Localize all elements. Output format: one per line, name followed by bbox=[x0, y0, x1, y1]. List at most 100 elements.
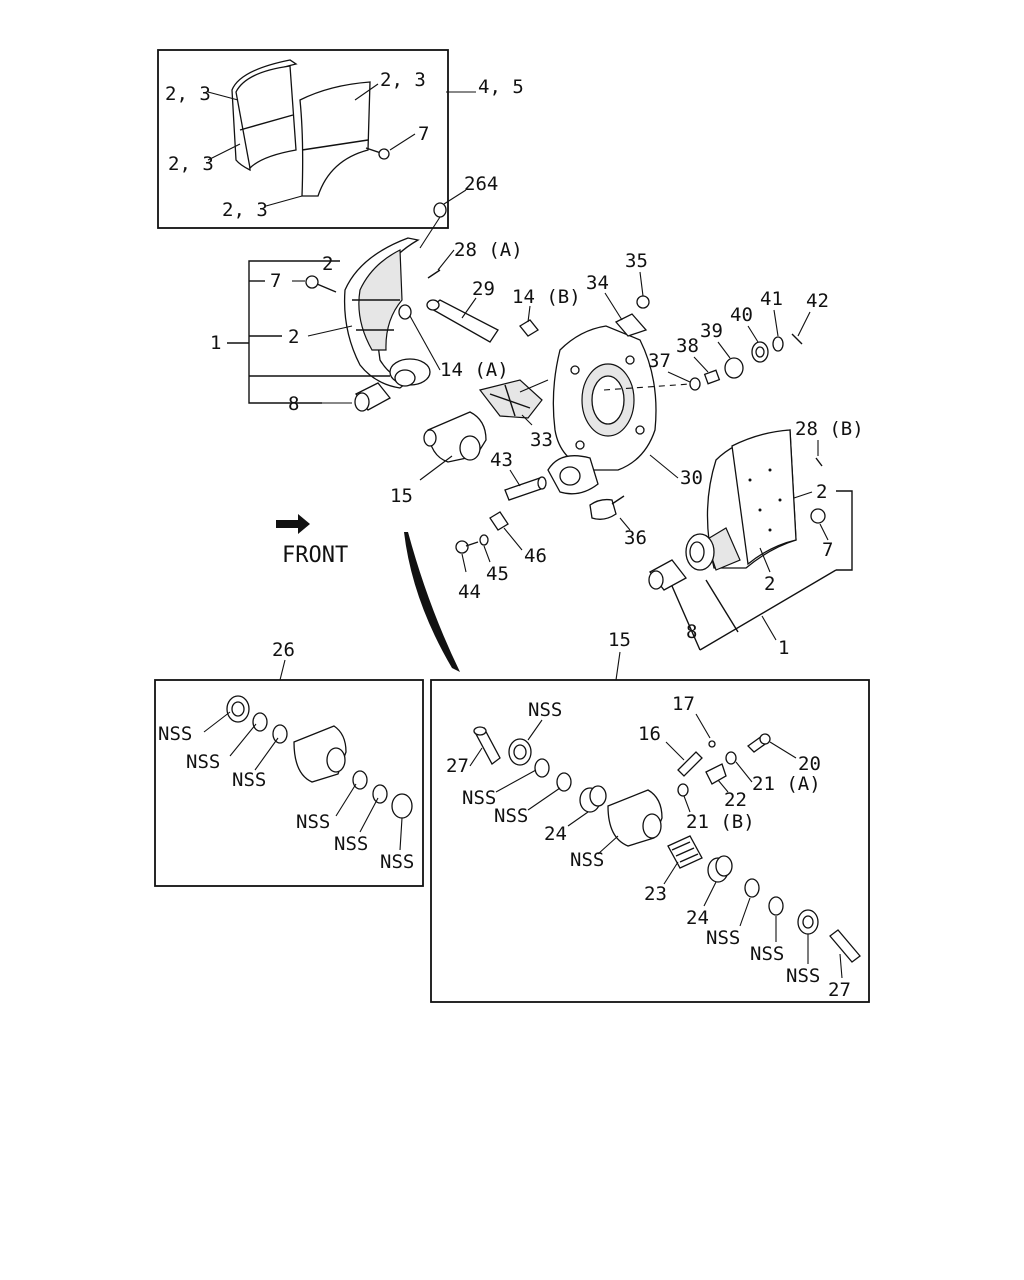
callout-21a: 21 (A) bbox=[752, 773, 821, 795]
callout-17: 17 bbox=[672, 693, 695, 715]
callout-1-left: 1 bbox=[210, 332, 221, 354]
callout-23: 23 bbox=[644, 883, 667, 905]
callout-15: 15 bbox=[390, 485, 413, 507]
cam-36 bbox=[589, 495, 625, 520]
bolt-7-right bbox=[810, 508, 826, 524]
bushing-8-right bbox=[648, 559, 687, 591]
bushing-14a bbox=[398, 304, 412, 320]
callout-38: 38 bbox=[676, 335, 699, 357]
callout-30: 30 bbox=[680, 467, 703, 489]
callout-22: 22 bbox=[724, 789, 747, 811]
wheel-cylinder-15 bbox=[423, 411, 487, 463]
brake-shoe-left bbox=[343, 237, 431, 389]
nss-label-13: NSS bbox=[786, 965, 820, 987]
backing-plate-30 bbox=[547, 325, 657, 495]
callout-27-upper: 27 bbox=[446, 755, 469, 777]
callout-1-right: 1 bbox=[778, 637, 789, 659]
clip-46 bbox=[489, 511, 509, 531]
nss-label-6: NSS bbox=[380, 851, 414, 873]
bushing-14b bbox=[519, 319, 539, 337]
nss-label-3: NSS bbox=[232, 769, 266, 791]
callout-36: 36 bbox=[624, 527, 647, 549]
callout-42: 42 bbox=[806, 290, 829, 312]
detail-pointer bbox=[404, 532, 460, 672]
callout-2-3-a: 2, 3 bbox=[165, 83, 211, 105]
brake-lining-right bbox=[299, 81, 371, 197]
callout-43: 43 bbox=[490, 449, 513, 471]
callout-2-3-d: 2, 3 bbox=[380, 69, 426, 91]
nss-label-2: NSS bbox=[186, 751, 220, 773]
callout-33: 33 bbox=[530, 429, 553, 451]
callout-34: 34 bbox=[586, 272, 609, 294]
callout-46: 46 bbox=[524, 545, 547, 567]
callout-44: 44 bbox=[458, 581, 481, 603]
cotter-pin-42 bbox=[791, 333, 803, 345]
brake-shoe-right bbox=[685, 429, 797, 571]
callout-16: 16 bbox=[638, 723, 661, 745]
washer-41 bbox=[772, 336, 784, 352]
callout-2-c: 2 bbox=[816, 481, 827, 503]
callout-41: 41 bbox=[760, 288, 783, 310]
wheel-cylinder-kit-15-box bbox=[430, 679, 870, 1003]
callout-14a: 14 (A) bbox=[440, 359, 509, 381]
bolt-44 bbox=[455, 540, 479, 554]
callout-35: 35 bbox=[625, 250, 648, 272]
callout-7-top: 7 bbox=[418, 123, 429, 145]
kit-26-parts bbox=[226, 695, 413, 819]
washer-45 bbox=[479, 534, 489, 546]
nss-label-5: NSS bbox=[334, 833, 368, 855]
bolt-7-left bbox=[305, 275, 337, 293]
bracket-1-left bbox=[248, 260, 340, 404]
bracket-1-right bbox=[836, 490, 853, 571]
callout-2-b: 2 bbox=[288, 326, 299, 348]
bolt-35 bbox=[636, 295, 650, 309]
nut-39 bbox=[724, 357, 744, 379]
callout-24-right: 24 bbox=[686, 907, 709, 929]
washer-37 bbox=[689, 377, 701, 391]
nss-label-12: NSS bbox=[750, 943, 784, 965]
front-label: FRONT bbox=[282, 543, 348, 568]
brake-lining-left bbox=[231, 59, 298, 172]
nss-label-1: NSS bbox=[158, 723, 192, 745]
callout-45: 45 bbox=[486, 563, 509, 585]
callout-7-right: 7 bbox=[822, 539, 833, 561]
pin-28a bbox=[427, 269, 441, 279]
nss-label-7: NSS bbox=[528, 699, 562, 721]
front-arrow-icon bbox=[276, 514, 310, 534]
callout-14b: 14 (B) bbox=[512, 286, 581, 308]
callout-26-box: 26 bbox=[272, 639, 295, 661]
kit-26-box bbox=[154, 679, 424, 887]
callout-28b: 28 (B) bbox=[795, 418, 864, 440]
shim-plate-33 bbox=[478, 379, 543, 419]
kit-15-parts bbox=[473, 726, 861, 963]
spring-38 bbox=[703, 369, 721, 385]
nss-label-8: NSS bbox=[462, 787, 496, 809]
shaft-29 bbox=[426, 299, 499, 343]
bushing-8-left bbox=[354, 382, 391, 412]
callout-21b: 21 (B) bbox=[686, 811, 755, 833]
seal-ring-264 bbox=[433, 202, 447, 218]
bolt-7-top bbox=[365, 147, 390, 160]
callout-24-left: 24 bbox=[544, 823, 567, 845]
callout-8-right: 8 bbox=[686, 621, 697, 643]
nss-label-4: NSS bbox=[296, 811, 330, 833]
pin-43 bbox=[504, 476, 547, 501]
callout-264: 264 bbox=[464, 173, 498, 195]
callout-2-3-c: 2, 3 bbox=[222, 199, 268, 221]
callout-39: 39 bbox=[700, 320, 723, 342]
nss-label-11: NSS bbox=[706, 927, 740, 949]
nss-label-10: NSS bbox=[570, 849, 604, 871]
callout-2-a: 2 bbox=[322, 253, 333, 275]
callout-28a: 28 (A) bbox=[454, 239, 523, 261]
callout-8-left: 8 bbox=[288, 393, 299, 415]
callout-37: 37 bbox=[648, 350, 671, 372]
callout-29: 29 bbox=[472, 278, 495, 300]
bearing-40 bbox=[751, 341, 769, 363]
pin-28b bbox=[815, 457, 823, 467]
linings-inset-box bbox=[157, 49, 449, 229]
callout-15-box: 15 bbox=[608, 629, 631, 651]
callout-2-d: 2 bbox=[764, 573, 775, 595]
callout-4-5: 4, 5 bbox=[478, 76, 524, 98]
callout-2-3-b: 2, 3 bbox=[168, 153, 214, 175]
